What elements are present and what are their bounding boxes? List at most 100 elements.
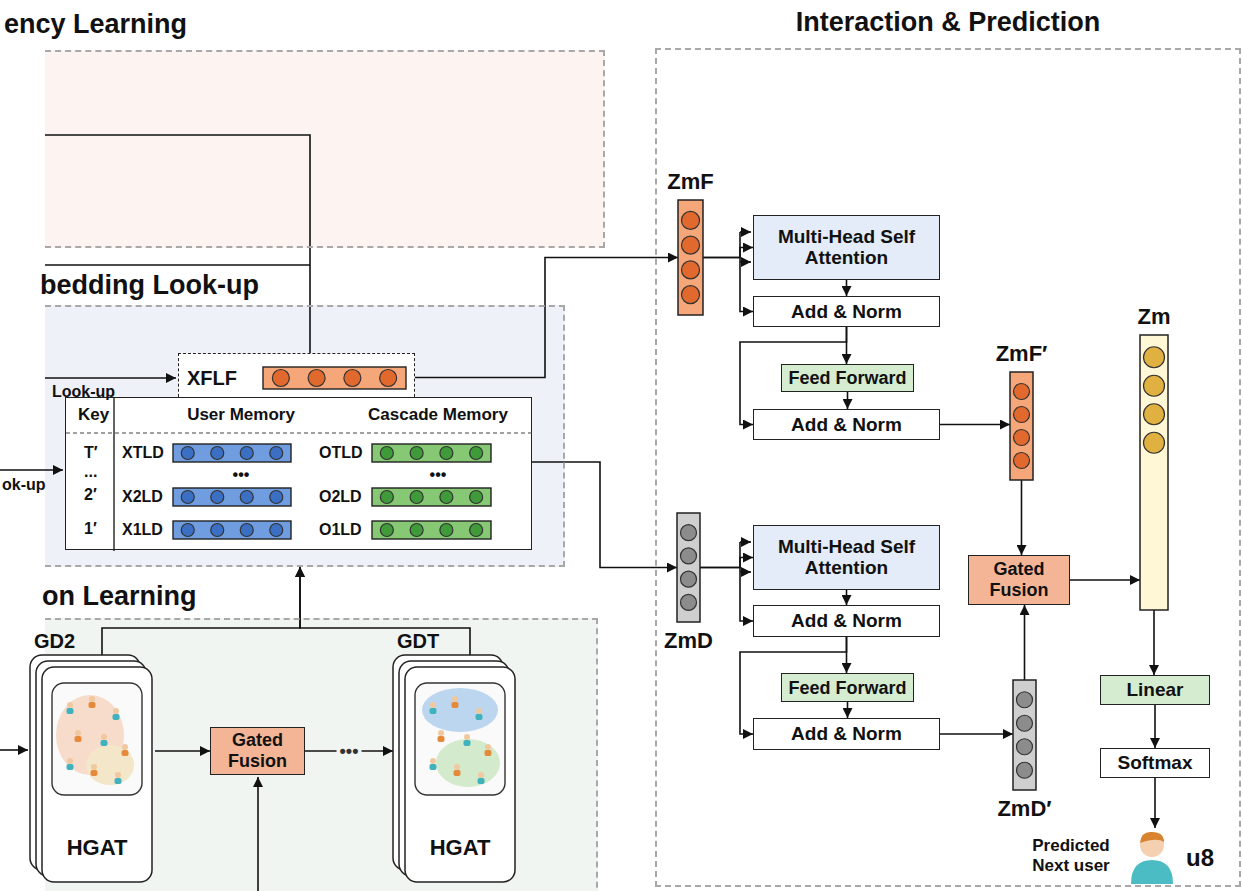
table-cell: XTLD [122,444,164,462]
panel-heading: Interaction & Prediction [796,7,1101,38]
table-cell: X2LD [122,488,163,506]
table-cell: Key [78,405,109,425]
embedding-box: XFLF [178,353,415,402]
embedding-vector: Zm [1140,335,1168,610]
box-label: Multi-Head Self Attention [754,536,939,580]
add-norm-box: Add & Norm [753,718,940,750]
wire [45,135,310,353]
user-icon: Predicted Next useru8 [1125,828,1180,884]
attention-box: Multi-Head Self Attention [753,525,940,590]
vector-drawing [1010,372,1033,480]
dashed-panel: ZmFMulti-Head Self AttentionAdd & NormFe… [655,48,1241,887]
person-icon [1125,828,1180,884]
attention-box: Multi-Head Self Attention [753,215,940,280]
input-arrow [0,749,28,751]
lookup-arrow [45,377,176,379]
dashed-panel: GD2HGATGated FusionGDTHGATon Learning [45,618,598,891]
vector-label: Zm [1138,304,1171,329]
connector-arrow [155,750,210,752]
hgat-stack: GDTHGAT [393,655,523,885]
prediction-label: u8 [1186,844,1214,872]
add-norm-box: Add & Norm [753,605,940,637]
panel-heading: bedding Look-up [40,270,259,301]
box-label: Linear [1101,679,1209,701]
box-label: Add & Norm [754,723,939,745]
arrow-label: Look-up [52,383,115,401]
hgat-stack: GD2HGAT [30,655,155,885]
linear-box: Linear [1100,675,1210,705]
connector-arrow [940,733,1013,735]
table-cell: 2′ [84,486,97,504]
connector-arrow [703,258,753,312]
table-cell: 1′ [84,520,97,538]
box-label: Softmax [1101,752,1209,774]
table-cell: Cascade Memory [368,405,508,425]
table-cell: OTLD [319,444,363,462]
feed-forward-box: Feed Forward [781,673,913,702]
box-label: Feed Forward [782,368,912,389]
graph-label: GDT [397,630,439,653]
softmax-box: Softmax [1100,748,1210,778]
connector-arrow [102,567,300,655]
connector-arrow [940,424,1010,426]
connector-arrow [847,392,849,409]
module-label: HGAT [405,835,515,860]
connector-arrow [1154,705,1156,748]
table-cell: O2LD [319,488,362,506]
table-cell: ... [84,463,97,481]
vector-label: ZmF [667,169,713,194]
panel-heading: on Learning [42,581,197,612]
panel-ground [45,305,565,567]
connector-arrow [1154,778,1156,828]
add-norm-box: Add & Norm [753,296,940,327]
vector-label: XFLF [187,366,237,389]
add-norm-box: Add & Norm [753,409,940,440]
table-cell: O1LD [319,521,362,539]
vector-drawing [1013,680,1036,790]
gated-fusion-box: Gated Fusion [968,555,1070,605]
prediction-label: Predicted Next user [1025,836,1117,875]
box-label: Multi-Head Self Attention [754,226,939,270]
box-label: Feed Forward [782,677,912,698]
memory-table: Key User Memory Cascade MemoryT′... 2′ 1′ XTL… [65,397,532,550]
gated-fusion-box: Gated Fusion [210,727,305,775]
vector-drawing [678,200,703,315]
connector-arrow [703,248,753,258]
connector-arrow [700,568,753,622]
box-label: Add & Norm [754,301,939,323]
box-label: Gated Fusion [211,730,304,771]
feed-forward-box: Feed Forward [781,364,913,392]
embedding-vector: ZmD′ [1013,680,1036,790]
box-label: Add & Norm [754,610,939,632]
table-cell: User Memory [187,405,295,425]
vector-drawing [1140,335,1168,610]
panel-heading: ency Learning [4,9,187,40]
connector-arrow [846,280,848,296]
attention-input-arrow [740,541,751,543]
attention-input-arrow [740,261,751,263]
table-cell: X1LD [122,521,163,539]
panel-ground [655,48,1241,887]
connector-arrow [846,590,848,605]
panel-ground [45,50,605,248]
vector-label: ZmF′ [996,341,1048,366]
arrow-label: ok-up [2,476,46,494]
connector-arrow [300,567,470,655]
graph-label: GD2 [34,630,75,653]
vector-label: ZmD [664,628,713,653]
embedding-vector: ZmF′ [1010,372,1033,480]
vector-drawing [677,513,700,622]
vector-label: ZmD′ [997,796,1051,821]
table-cell: T′ [84,444,98,462]
box-label: Gated Fusion [969,559,1069,600]
table-cell: ••• [430,466,447,484]
input-arrow [257,777,259,891]
dashed-panel: ency Learning [45,50,605,248]
attention-input-arrow [740,231,751,233]
box-label: Add & Norm [754,414,939,436]
connector-arrow [700,558,753,568]
edge-label: ••• [337,741,362,762]
connector-arrow [1021,480,1023,555]
